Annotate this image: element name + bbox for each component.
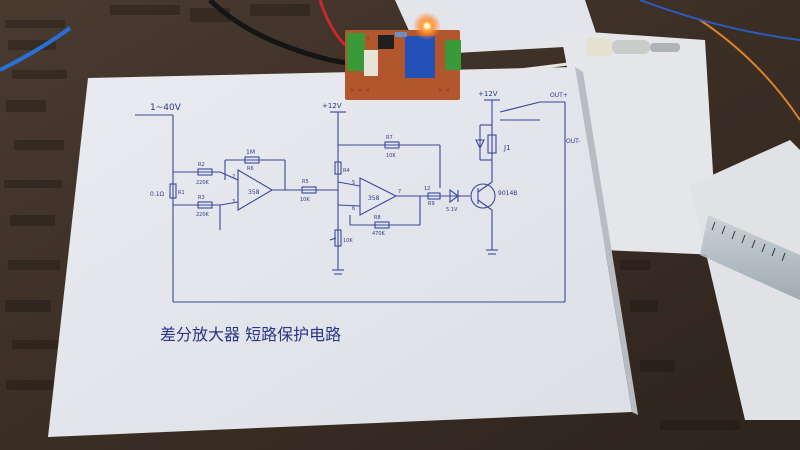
schematic-labels: 1~40V +12V +12V 1M R6 R2 220K R3 220K R1…: [150, 90, 580, 244]
label-pin12: 12: [424, 186, 430, 192]
orange-wire: [699, 19, 800, 121]
schematic-paper: [48, 67, 632, 437]
blue-wire-2: [639, 0, 800, 41]
label-r2: R2: [198, 162, 205, 168]
label-input-range: 1~40V: [150, 103, 182, 113]
label-r8: R8: [374, 215, 381, 221]
resistor-small: [395, 32, 407, 37]
ic-chip: [378, 35, 394, 49]
label-r3: R3: [198, 195, 205, 201]
relay-module: [345, 12, 461, 100]
ruler: [700, 215, 800, 300]
label-amp1: 358: [248, 189, 260, 196]
label-pin3: 3: [232, 199, 235, 205]
newspaper-texture: [4, 4, 740, 430]
halogen-bulb: [586, 38, 680, 56]
label-r7: R7: [386, 135, 393, 141]
label-vcc-a: +12V: [322, 102, 342, 110]
label-amp2: 358: [368, 195, 380, 202]
label-led: 5.1V: [446, 207, 458, 213]
terminal-block-left: [347, 33, 365, 71]
label-r5: R5: [302, 179, 309, 185]
label-r-feedback: 1M: [246, 149, 255, 156]
terminal-block-right: [445, 40, 461, 70]
ruler-ticks: [711, 221, 786, 262]
label-relay: J1: [503, 144, 511, 152]
label-pot: 10K: [343, 238, 353, 244]
label-pin6: 6: [352, 206, 355, 212]
relay-component: [405, 36, 435, 78]
label-r8-val: 470K: [372, 231, 386, 237]
label-r2-val: 220K: [196, 180, 210, 186]
label-transistor: 9014B: [498, 190, 517, 197]
label-r4: R4: [343, 168, 350, 174]
label-r9: R9: [428, 201, 435, 207]
label-pin2: 2: [232, 174, 235, 180]
paper-shadow-edge: [575, 67, 638, 415]
label-out-neg: OUT-: [566, 138, 580, 145]
label-vcc-b: +12V: [478, 90, 498, 98]
label-r5-val: 10K: [300, 197, 310, 203]
schematic-drawing: [135, 99, 566, 303]
blue-wire: [0, 26, 72, 72]
label-pin7: 7: [398, 189, 401, 195]
schematic-caption: 差分放大器 短路保护电路: [160, 325, 341, 344]
label-out-pos: OUT+: [550, 92, 568, 99]
trimmer-pot: [364, 50, 378, 76]
label-r1: R1: [178, 190, 185, 196]
label-pin5: 5: [352, 180, 355, 186]
label-r1-val: 0.1Ω: [150, 191, 165, 198]
label-r7-val: 10K: [386, 153, 396, 159]
label-r3-val: 220K: [196, 212, 210, 218]
red-wire: [318, 0, 347, 47]
paper-sheet-corner: [690, 140, 800, 420]
label-r6: R6: [247, 166, 254, 172]
